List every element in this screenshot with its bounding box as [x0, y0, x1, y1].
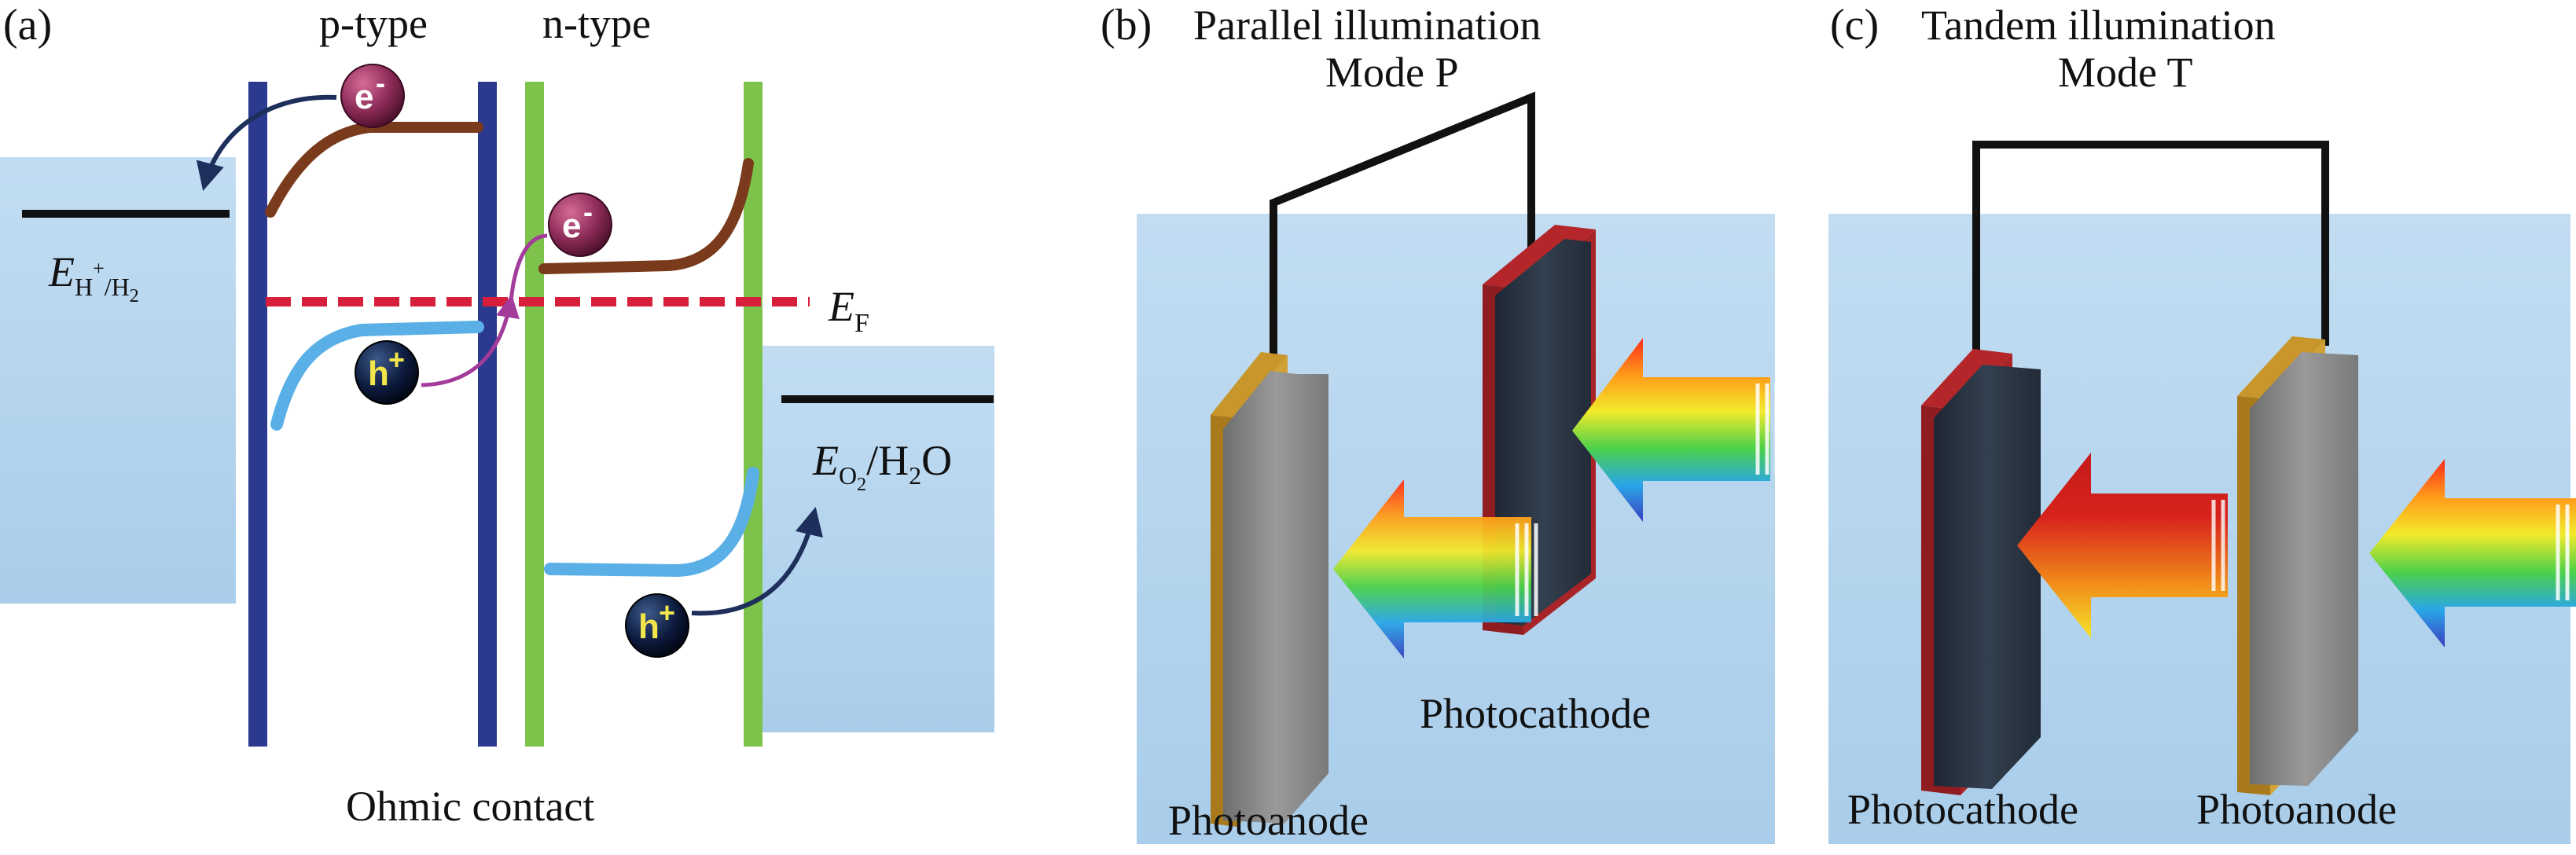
panel-b-incoming-light	[1572, 338, 1779, 522]
panel-b-transmitted-light	[1333, 479, 1538, 659]
panel-a-band-diagram: e - e - h + h + (a) p-type n-type EH+/H2…	[0, 0, 994, 830]
panel-b-parallel: (b) Parallel illumination Mode P Photoca…	[1101, 1, 1779, 844]
hole-n-side: h +	[625, 593, 689, 658]
left-electrolyte	[0, 157, 236, 604]
hplus-h2-label: EH+/H2	[48, 248, 139, 306]
panel-c-photoanode-label: Photoanode	[2196, 786, 2397, 833]
p-type-left-edge	[248, 82, 267, 747]
hole-symbol: h	[638, 607, 660, 646]
panel-c-transmitted-light	[2017, 453, 2228, 638]
panel-c-label: (c)	[1830, 1, 1879, 50]
o2-h2o-label: EO2/H2O	[812, 437, 952, 495]
hole-sign: +	[388, 343, 405, 376]
panel-c-photocathode	[1921, 349, 2041, 795]
electron-transfer-arrow	[196, 94, 337, 191]
electron-sign: -	[376, 67, 385, 99]
fermi-label: EF	[828, 283, 869, 338]
hole-p-side: h +	[355, 340, 419, 405]
panel-b-mode: Mode P	[1325, 49, 1459, 96]
p-type-label: p-type	[319, 0, 428, 47]
panel-b-photoanode	[1211, 352, 1328, 827]
electron-p-side: e -	[340, 64, 405, 128]
panel-b-photocathode-label: Photocathode	[1420, 690, 1651, 737]
n-type-left-edge	[525, 82, 544, 747]
n-conduction-band	[538, 158, 754, 274]
panel-c-mode: Mode T	[2058, 49, 2193, 96]
n-type-label: n-type	[542, 0, 651, 47]
panel-c-incoming-light	[2369, 459, 2576, 648]
panel-c-wire	[1972, 141, 2329, 357]
electron-symbol: e	[355, 78, 373, 116]
hole-symbol: h	[368, 354, 389, 393]
panel-b-label: (b)	[1101, 1, 1152, 50]
hole-recombination-arrow	[421, 294, 520, 387]
electron-recombination-arrow	[509, 233, 548, 303]
electron-symbol: e	[562, 207, 581, 245]
panel-b-photoanode-label: Photoanode	[1168, 797, 1369, 844]
electron-sign: -	[583, 196, 593, 228]
p-type-right-edge	[478, 82, 497, 747]
ohmic-contact-label: Ohmic contact	[346, 783, 594, 830]
panel-a-label: (a)	[3, 1, 52, 50]
electron-n-side: e -	[548, 193, 612, 257]
p-valence-band	[270, 321, 484, 431]
hole-transfer-arrow	[691, 506, 823, 616]
hole-sign: +	[659, 596, 675, 629]
n-valence-band	[544, 467, 759, 578]
panel-c-photoanode	[2237, 336, 2358, 795]
panel-b-wire	[1270, 91, 1535, 361]
right-electrolyte	[755, 346, 994, 732]
panel-c-photocathode-label: Photocathode	[1847, 786, 2078, 833]
p-conduction-band	[265, 122, 483, 218]
panel-b-title: Parallel illumination	[1193, 2, 1541, 49]
panel-c-tandem: (c) Tandem illumination Mode T Photocath…	[1828, 1, 2576, 844]
panel-c-title: Tandem illumination	[1921, 2, 2276, 49]
